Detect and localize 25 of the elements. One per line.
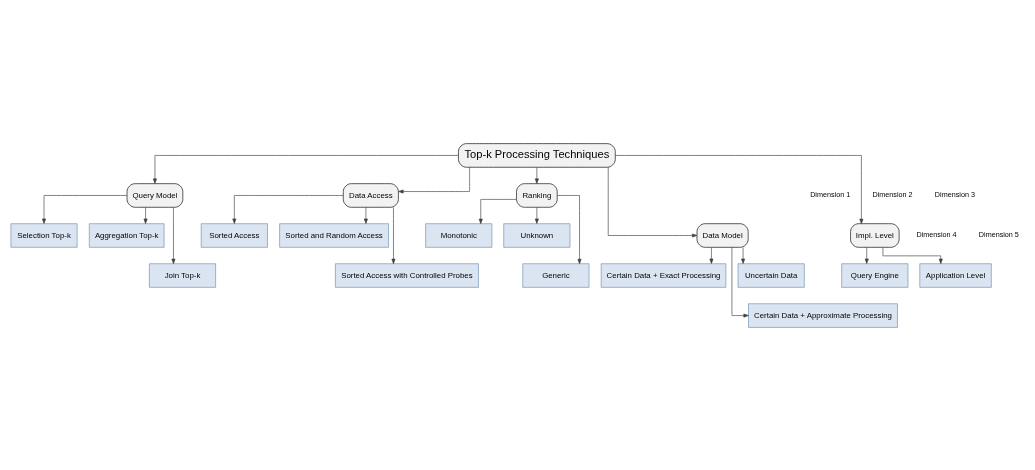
arrow: [398, 166, 470, 193]
label: Dimension 5: [978, 229, 1019, 239]
arrow: [557, 194, 582, 264]
arrow: [143, 206, 148, 224]
arrow: [741, 246, 746, 264]
arrow: [607, 166, 698, 237]
arrow: [882, 246, 943, 264]
arrow: [232, 194, 344, 224]
arrow: [534, 166, 539, 184]
label: Dimension 4: [916, 229, 957, 239]
arrow: [534, 206, 539, 224]
arrow: [391, 206, 396, 264]
arrow: [731, 246, 749, 317]
arrow: [363, 206, 368, 224]
arrow: [153, 154, 459, 184]
arrow: [171, 206, 176, 264]
arrow: [478, 198, 517, 224]
arrow: [615, 154, 864, 224]
arrow: [709, 246, 714, 264]
label: Dimension 1: [810, 189, 851, 199]
label: Dimension 2: [872, 189, 913, 199]
arrow: [864, 246, 869, 264]
label: Dimension 3: [934, 189, 975, 199]
arrow: [42, 194, 128, 224]
node-box: Top-k Processing Techniques: [458, 142, 616, 168]
